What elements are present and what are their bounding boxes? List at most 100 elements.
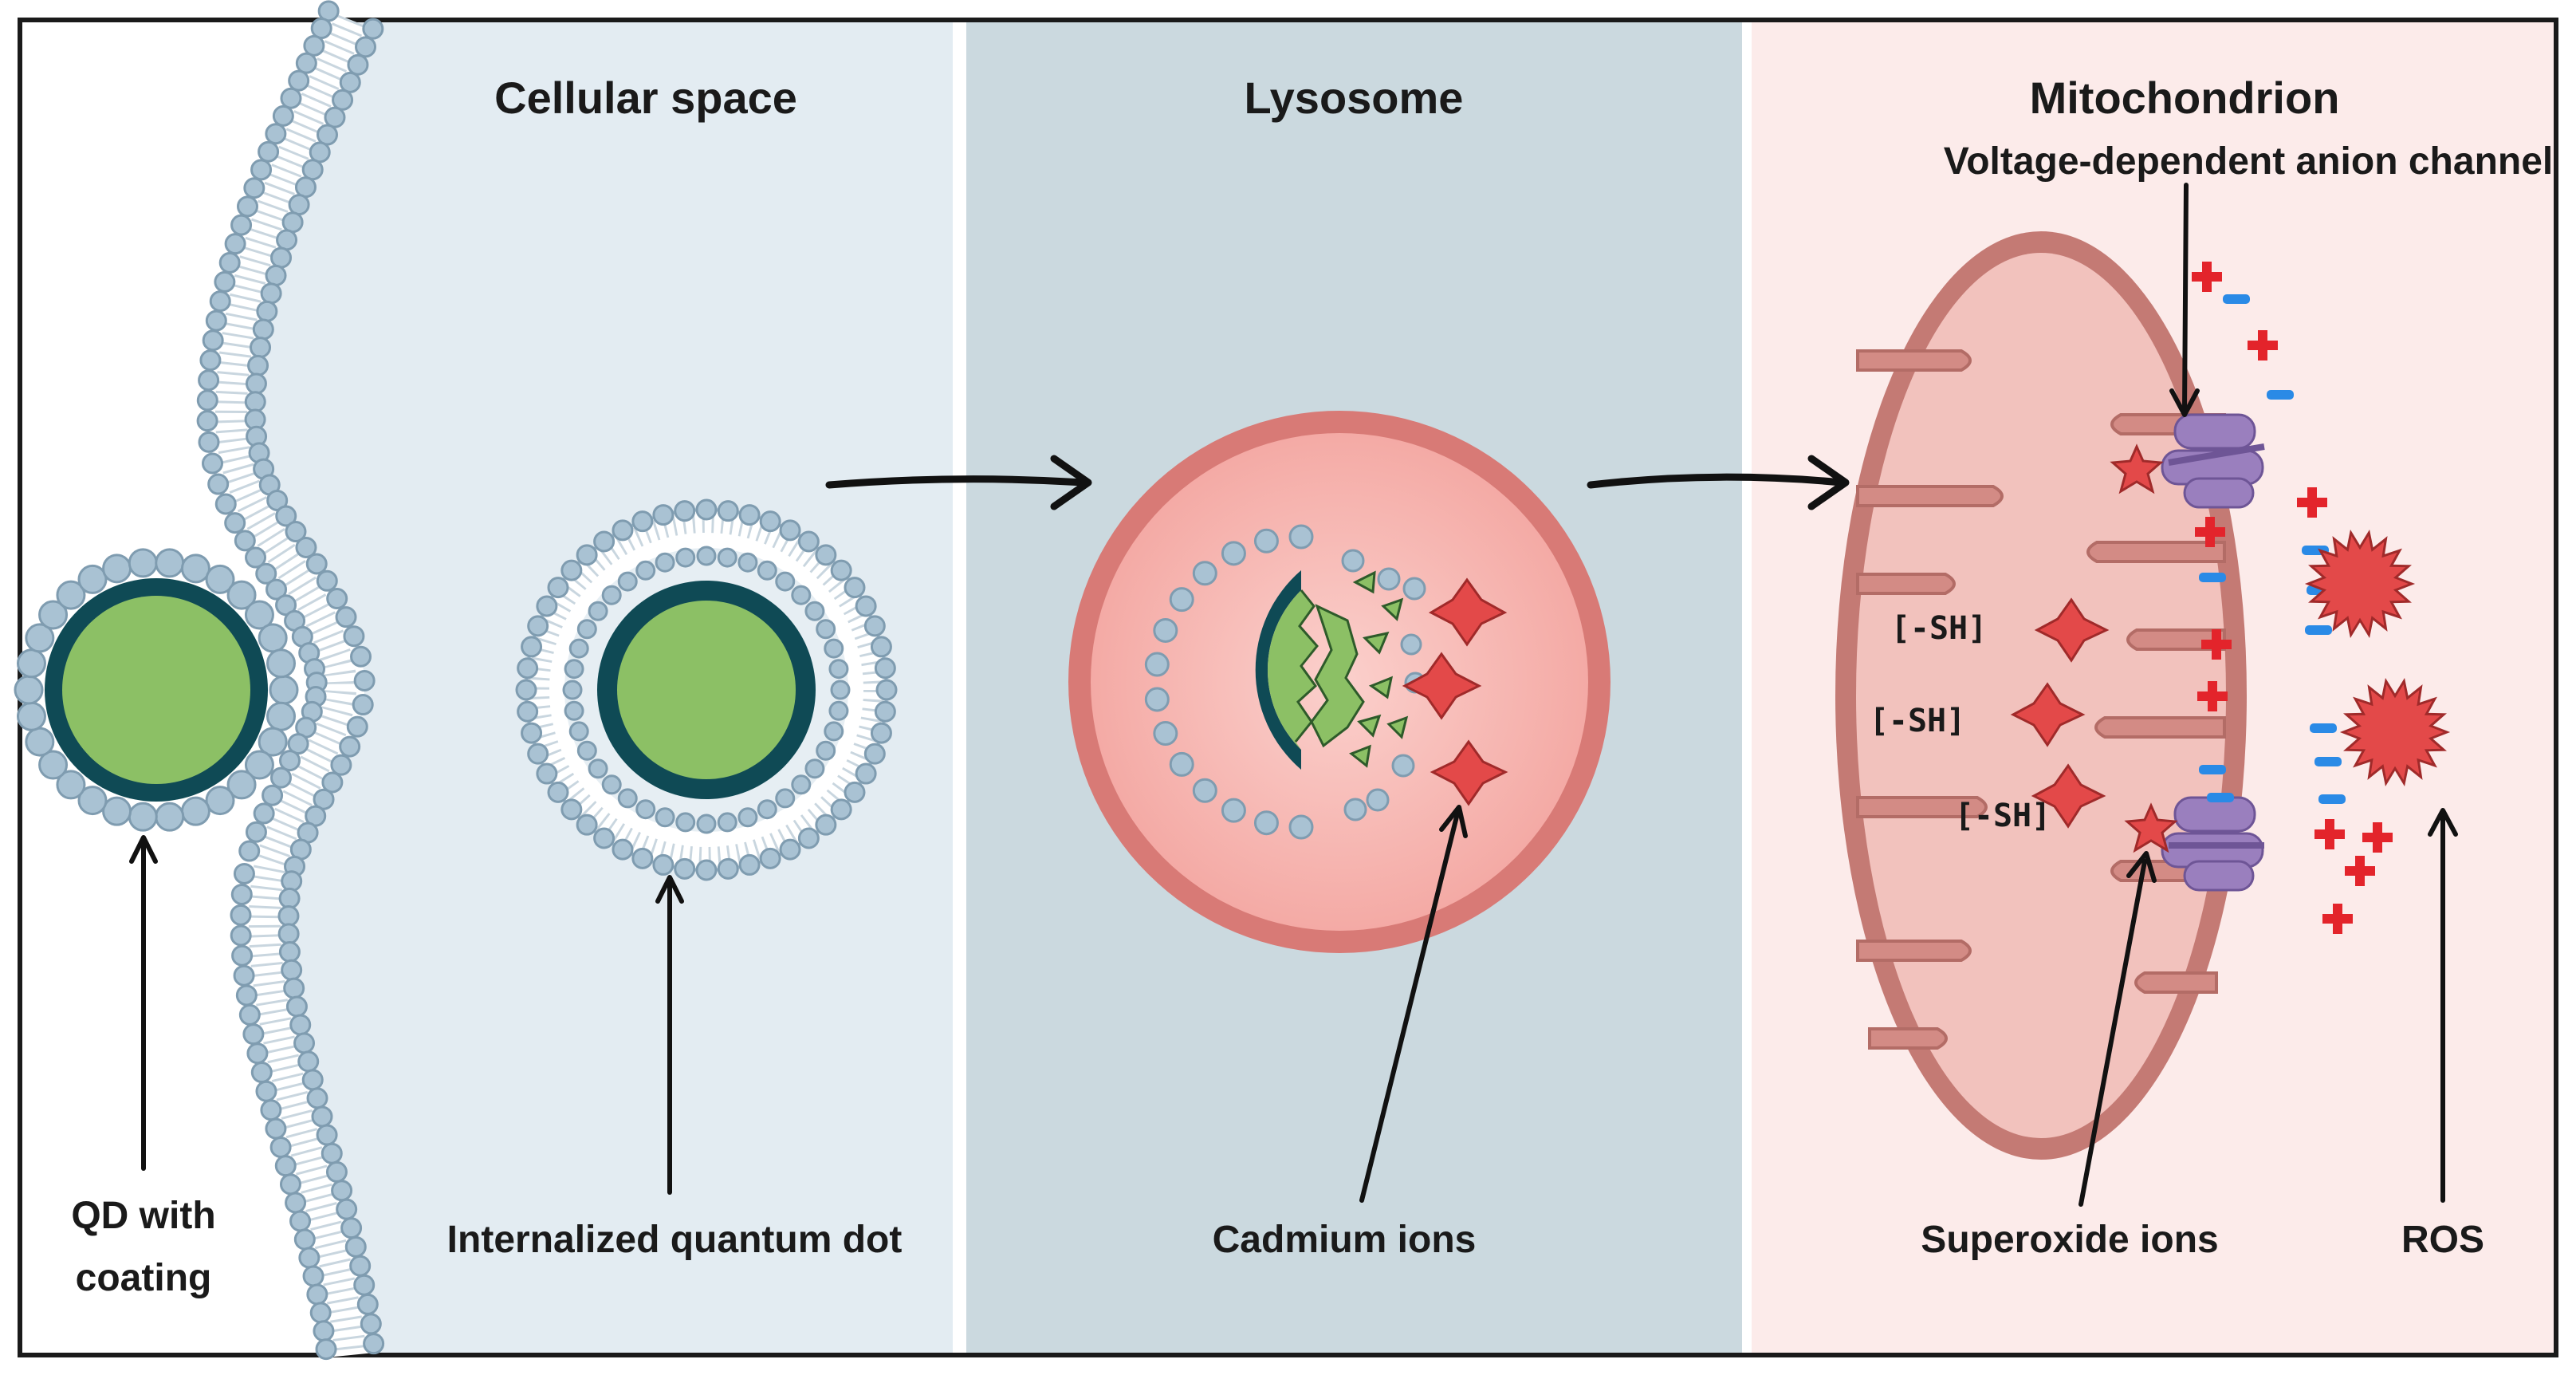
lipid-head	[311, 1105, 333, 1128]
lipid-head	[230, 924, 252, 947]
lipid-head	[675, 547, 696, 568]
lipid-head	[230, 883, 253, 905]
lipid-head	[258, 727, 288, 757]
lipid-head	[1169, 587, 1194, 613]
qd-with-coating-label-line2: coating	[76, 1257, 212, 1299]
lipid-head	[1169, 751, 1194, 777]
lipid-head	[779, 838, 801, 861]
lipid-head	[25, 727, 55, 757]
lipid-head	[207, 473, 230, 495]
lipid-head	[588, 601, 608, 621]
lipid-head	[536, 762, 558, 785]
lipid-head	[339, 71, 361, 93]
lipid-head	[717, 812, 737, 833]
lipid-head	[1288, 524, 1314, 550]
lipid-head	[287, 733, 309, 755]
lipid-head	[815, 544, 837, 566]
plus-charge	[2205, 517, 2215, 547]
lipid-head	[576, 740, 597, 761]
lipid-head	[1192, 561, 1217, 586]
lipid-head	[269, 1136, 292, 1158]
arrow-to-mitochondrion	[1587, 473, 1846, 489]
plus-charge	[2333, 904, 2342, 934]
lipid-head	[238, 1003, 261, 1026]
lipid-head	[155, 548, 185, 578]
arrow-to-lysosome	[825, 475, 1088, 489]
lipid-head	[593, 827, 615, 849]
lipid-head	[797, 530, 820, 553]
lipid-head	[205, 309, 227, 332]
lipid-head	[278, 750, 301, 772]
lipid-head	[294, 176, 317, 199]
lipid-head	[238, 840, 261, 862]
lipid-head	[321, 1142, 343, 1164]
lipid-head	[547, 781, 569, 803]
lipid-head	[635, 560, 656, 581]
positive-charges	[2192, 262, 2393, 934]
cell-membrane	[196, 0, 385, 1361]
lipid-head	[612, 838, 634, 861]
vdac-channel-bottom	[2124, 796, 2264, 892]
minus-charge	[2199, 573, 2226, 582]
plus-charge	[2325, 819, 2334, 849]
lipid-head	[344, 1235, 367, 1258]
lipid-head	[245, 372, 267, 395]
lipid-head	[830, 680, 851, 700]
plus-charge	[2202, 262, 2212, 292]
lipid-head	[560, 798, 583, 821]
lipid-head	[696, 814, 717, 834]
lipid-head	[830, 559, 852, 581]
ros-bursts	[2304, 529, 2451, 787]
lipid-head	[180, 796, 210, 826]
lipid-head	[281, 211, 304, 234]
lipid-head	[242, 1023, 265, 1046]
lipid-head	[343, 625, 365, 648]
superoxide-ions-arrow	[2078, 859, 2147, 1207]
lipid-head	[527, 615, 549, 637]
lipid-head	[757, 560, 777, 581]
lipid-head	[695, 859, 718, 881]
lipid-head	[336, 1198, 358, 1220]
lipid-head	[335, 606, 357, 628]
lipid-head	[280, 87, 302, 109]
lipid-head	[279, 1173, 301, 1196]
lipid-head	[274, 1155, 297, 1177]
lipid-head	[326, 588, 348, 610]
lipid-head	[278, 887, 301, 909]
lipid-head	[196, 410, 218, 432]
lipid-head	[266, 701, 297, 731]
lipid-head	[675, 812, 696, 833]
ros-label: ROS	[2401, 1219, 2484, 1261]
lipid-head	[233, 862, 255, 884]
lipid-head	[325, 1160, 348, 1183]
minus-charge	[2318, 794, 2346, 804]
lipid-head	[298, 1247, 321, 1269]
lipid-head	[779, 519, 801, 542]
lipid-head	[353, 1274, 376, 1296]
lipid-head	[875, 679, 898, 701]
lipid-head	[353, 669, 376, 691]
lipid-head	[695, 498, 718, 521]
lipid-head	[874, 657, 896, 680]
lipid-head	[362, 18, 384, 40]
lipid-head	[352, 694, 374, 716]
lipid-head	[202, 329, 224, 352]
lipid-head	[828, 700, 849, 721]
lipid-head	[617, 571, 638, 592]
lipid-head	[224, 233, 246, 255]
lipid-head	[1221, 798, 1246, 823]
ros-burst	[2304, 529, 2416, 639]
lipid-head	[844, 577, 866, 599]
lipid-head	[235, 984, 258, 1007]
lipid-head	[230, 214, 253, 236]
lipid-head	[155, 802, 185, 832]
lipid-head	[717, 547, 737, 568]
lipid-head	[285, 521, 307, 543]
lipid-head	[363, 1333, 385, 1355]
lipid-head	[288, 194, 310, 216]
pointer-arrows	[129, 183, 2458, 1207]
lipid-head	[324, 106, 346, 128]
minus-charge	[2310, 723, 2337, 733]
lipid-head	[313, 788, 335, 810]
mitochondrion-title: Mitochondrion	[2030, 73, 2340, 123]
